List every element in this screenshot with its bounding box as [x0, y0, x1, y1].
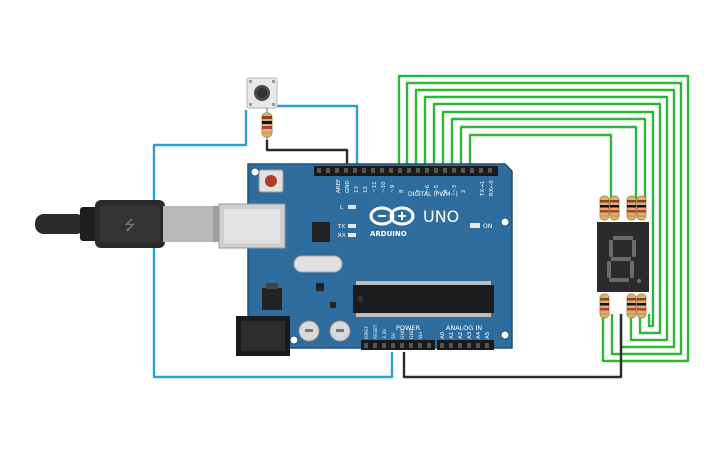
- wire-resistor-to-gnd[interactable]: [265, 140, 349, 171]
- segment-dp: [636, 278, 642, 284]
- pin-label: GND: [409, 328, 415, 339]
- brand-label: ARDUINO: [370, 230, 407, 238]
- wire-display-to-gnd[interactable]: [402, 314, 623, 379]
- segment-resistors-top[interactable]: [599, 195, 647, 221]
- pin-label: ~9: [390, 184, 396, 193]
- segments: [607, 236, 642, 284]
- wire-pin7[interactable]: [405, 81, 683, 356]
- pin-label: AREF: [336, 179, 342, 193]
- pin-label: RX←0: [489, 180, 495, 196]
- wire-pin3[interactable]: [441, 110, 655, 328]
- pushbutton[interactable]: [246, 77, 278, 109]
- segment-a: [613, 236, 633, 240]
- wire-pin-tx[interactable]: [459, 125, 638, 200]
- pin-label: ~6: [425, 184, 431, 193]
- top-pin-labels: AREF GND 13 12 ~11 ~10 ~9 8 7 ~6 ~5 4 ~3…: [336, 179, 495, 197]
- resistor[interactable]: [626, 195, 637, 221]
- pin-label: IOREF: [364, 325, 370, 339]
- wire-pin2[interactable]: [450, 117, 647, 200]
- pin-label: A3: [467, 331, 473, 339]
- crystal: [293, 255, 343, 273]
- segment-d: [609, 278, 629, 282]
- pin-label: GND: [400, 328, 406, 339]
- segment-resistors-bottom[interactable]: [599, 293, 647, 319]
- digital-header-label: DIGITAL (PWM~): [408, 191, 458, 198]
- pin-label: 7: [416, 189, 422, 193]
- resistor[interactable]: [609, 195, 620, 221]
- wire-pin5[interactable]: [423, 95, 669, 342]
- pin-label: 5V: [391, 332, 397, 339]
- black-wires[interactable]: [265, 140, 623, 379]
- resistor[interactable]: [636, 293, 647, 319]
- blue-wires[interactable]: [152, 104, 394, 379]
- analog-label: ANALOG IN: [446, 324, 482, 332]
- wire-button-to-5v[interactable]: [152, 110, 394, 379]
- led-label-tx: TX: [337, 224, 345, 230]
- digital-header-pins: [317, 168, 492, 173]
- wire-button-to-pin2[interactable]: [277, 104, 359, 171]
- usb-icon: ⭍: [124, 217, 136, 233]
- power-pin-labels: IOREF RESET 3.3V 5V GND GND Vin: [364, 324, 424, 339]
- power-header: [361, 340, 435, 350]
- arduino-uno-board[interactable]: AREF GND 13 12 ~11 ~10 ~9 8 7 ~6 ~5 4 ~3…: [218, 163, 513, 356]
- seven-segment-display[interactable]: [597, 222, 649, 292]
- usb-cable[interactable]: ⭍: [35, 200, 219, 248]
- pin-label: ~11: [372, 181, 378, 193]
- arduino-logo: [369, 206, 415, 226]
- wire-pin4[interactable]: [432, 102, 662, 335]
- usb-chip: [312, 222, 330, 242]
- pin-label: A0: [440, 331, 446, 339]
- atmega-chip: [353, 285, 494, 313]
- pin-label: 2: [461, 190, 467, 194]
- on-label: ON: [483, 223, 492, 230]
- wire-pin8[interactable]: [397, 74, 690, 363]
- pin-label: ~5: [434, 184, 440, 193]
- segment-f: [609, 240, 613, 257]
- green-wires[interactable]: [397, 74, 690, 363]
- pin-label: 13: [354, 186, 360, 193]
- pin-label: 3.3V: [382, 328, 388, 339]
- pin-label: 12: [363, 186, 369, 193]
- analog-pin-labels: A0 A1 A2 A3 A4 A5: [440, 331, 491, 339]
- digital-header: [314, 166, 498, 176]
- segment-g: [611, 257, 631, 261]
- power-label: POWER: [396, 324, 421, 332]
- segment-c: [630, 261, 634, 278]
- resistor[interactable]: [599, 195, 610, 221]
- pin-label: ~10: [381, 181, 387, 193]
- button-resistor[interactable]: [261, 108, 273, 140]
- segment-e: [607, 261, 611, 278]
- analog-header: [437, 340, 494, 350]
- pin-label: A5: [485, 331, 491, 339]
- pin-label: 8: [399, 189, 405, 193]
- pin-label: RESET: [373, 324, 379, 339]
- resistor[interactable]: [636, 195, 647, 221]
- pin-label: GND: [345, 180, 351, 193]
- pin-label: ~3: [452, 184, 458, 193]
- on-led: [470, 223, 480, 228]
- pin-label: Vin: [418, 332, 424, 339]
- led-label-rx: RX: [338, 233, 346, 239]
- pin-label: A1: [449, 332, 455, 339]
- led-label-l: L: [340, 205, 344, 211]
- wire-pin-rx[interactable]: [468, 133, 613, 200]
- pin-label: A4: [476, 331, 482, 339]
- pin-label: 4: [443, 189, 449, 193]
- regulator: [262, 288, 282, 310]
- segment-b: [632, 240, 636, 257]
- pin-label: A2: [458, 332, 464, 339]
- resistor[interactable]: [626, 293, 637, 319]
- resistor[interactable]: [599, 293, 610, 319]
- pin-label: TX→1: [480, 181, 486, 197]
- model-label: UNO: [423, 207, 459, 226]
